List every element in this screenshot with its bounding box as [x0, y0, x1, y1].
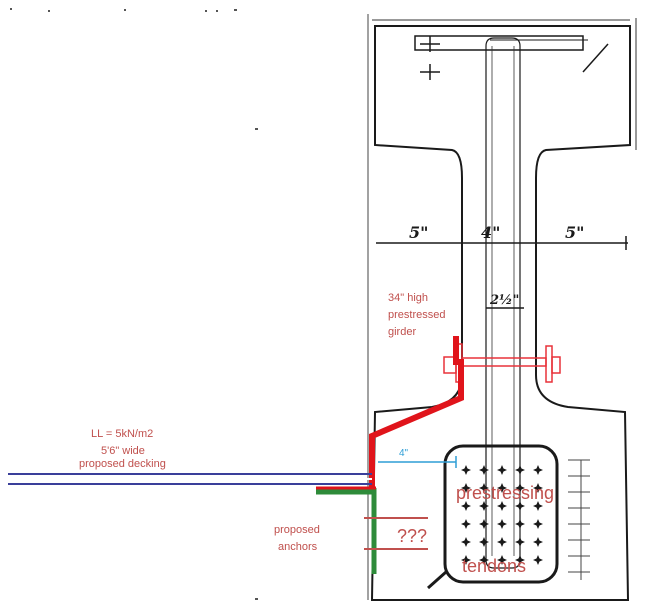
tendon-marker	[479, 519, 489, 529]
deck-name-label: proposed decking	[79, 458, 166, 470]
offset-label: 4"	[399, 448, 409, 459]
tendons-label: tendons	[462, 556, 526, 576]
tendon-marker	[515, 537, 525, 547]
tendon-marker	[515, 501, 525, 511]
tendon-marker	[497, 501, 507, 511]
dim-right-flange: 5"	[565, 223, 584, 242]
deck-width-label: 5'6" wide	[101, 445, 145, 457]
tendon-marker	[515, 465, 525, 475]
corner-chamfer	[427, 570, 447, 590]
girder-outline	[370, 25, 631, 601]
tendon-marker	[533, 483, 543, 493]
tendon-marker	[461, 483, 471, 493]
tendon-marker	[461, 555, 471, 565]
prestressing-label: prestressing	[456, 483, 554, 503]
anchors-label-line1: proposed	[274, 524, 320, 536]
tendon-marker	[515, 483, 525, 493]
tendon-dots	[461, 465, 543, 565]
tendon-marker	[497, 483, 507, 493]
tendon-marker	[479, 465, 489, 475]
dim-web-thickness: 2½"	[489, 293, 519, 308]
tendon-marker	[533, 501, 543, 511]
tendon-marker	[479, 555, 489, 565]
tendon-marker	[461, 465, 471, 475]
dim-left-flange: 5"	[409, 223, 428, 242]
tendon-marker	[479, 483, 489, 493]
red-bracket	[369, 336, 464, 490]
tendon-marker	[533, 519, 543, 529]
tendon-marker	[461, 501, 471, 511]
tendon-marker	[461, 519, 471, 529]
tendon-marker	[533, 465, 543, 475]
flange-hatch	[568, 459, 590, 580]
tendon-marker	[497, 465, 507, 475]
tendon-marker	[533, 555, 543, 565]
tendon-marker	[461, 537, 471, 547]
anchors-label-line2: anchors	[278, 541, 318, 553]
tendon-marker	[515, 555, 525, 565]
girder-label-line2: prestressed	[388, 309, 445, 321]
tendon-marker	[479, 501, 489, 511]
tendon-marker	[515, 519, 525, 529]
top-reinforcement	[414, 35, 609, 80]
girder-label-line3: girder	[388, 326, 416, 338]
tendon-marker	[479, 537, 489, 547]
tendon-marker	[497, 555, 507, 565]
dimension-line	[376, 236, 628, 309]
scan-specks	[10, 8, 258, 600]
unknown-label: ???	[397, 526, 427, 546]
tendon-marker	[497, 537, 507, 547]
decking-lines	[8, 473, 372, 485]
tendon-group-box	[443, 444, 559, 584]
girder-label-line1: 34" high	[388, 292, 428, 304]
tendon-marker	[497, 519, 507, 529]
tendon-marker	[533, 537, 543, 547]
dim-web: 4"	[481, 223, 500, 242]
live-load-label: LL = 5kN/m2	[91, 428, 153, 440]
